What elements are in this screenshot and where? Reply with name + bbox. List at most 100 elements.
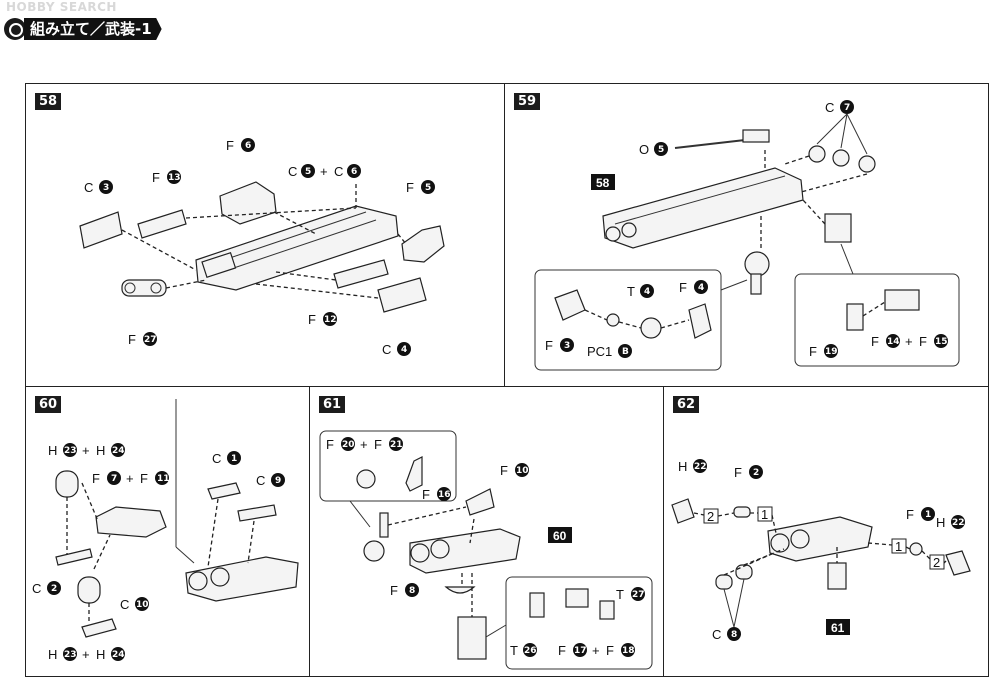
svg-text:T: T: [627, 284, 635, 299]
label-c1: C 1: [212, 451, 241, 466]
part-h23-h24-bottom: [77, 576, 101, 604]
label-f1: F 1: [906, 507, 935, 522]
svg-text:H: H: [48, 647, 57, 662]
svg-text:C: C: [120, 597, 129, 612]
svg-text:F: F: [606, 643, 614, 658]
label-f8: F 8: [390, 583, 419, 598]
part-f4: [688, 303, 712, 339]
label-f10: F 10: [500, 463, 529, 478]
svg-text:1: 1: [895, 539, 902, 554]
svg-text:+: +: [126, 471, 134, 486]
svg-text:2: 2: [707, 509, 714, 524]
svg-text:2: 2: [51, 584, 57, 594]
part-f12: [333, 259, 389, 289]
svg-text:C: C: [334, 164, 343, 179]
svg-text:61: 61: [831, 621, 845, 635]
svg-text:PC1: PC1: [587, 344, 612, 359]
label-ref-61: 61: [826, 619, 850, 635]
part-t27: [599, 600, 615, 620]
label-f6: F 6: [226, 138, 255, 153]
svg-text:+: +: [905, 334, 913, 349]
svg-text:14: 14: [887, 337, 900, 347]
svg-text:F: F: [422, 487, 430, 502]
label-c10: C 10: [120, 597, 149, 612]
part-h22-left: [671, 498, 695, 524]
step-number: 58: [35, 93, 62, 110]
svg-text:H: H: [96, 647, 105, 662]
svg-text:C: C: [825, 100, 834, 115]
section-header: 組み立て／武装-1: [4, 18, 162, 40]
svg-text:11: 11: [157, 474, 170, 484]
svg-text:F: F: [140, 471, 148, 486]
part-c3: [79, 211, 123, 249]
part-assembly-61: [409, 528, 521, 574]
label-ref-60: 60: [548, 527, 572, 543]
part-f10: [465, 488, 495, 516]
step-58-panel: 58 C 3 F 13 F 6 C 5: [25, 83, 506, 388]
svg-text:18: 18: [622, 646, 635, 656]
svg-text:7: 7: [111, 474, 117, 484]
svg-text:5: 5: [658, 145, 664, 155]
step-number: 61: [319, 396, 346, 413]
label-c9: C 9: [256, 473, 285, 488]
part-f13: [137, 209, 187, 239]
svg-text:+: +: [360, 437, 368, 452]
part-c9: [237, 504, 277, 522]
svg-text:O: O: [639, 142, 649, 157]
label-f13: F 13: [152, 170, 181, 185]
svg-text:F: F: [226, 138, 234, 153]
part-t26: [529, 592, 545, 618]
label-t4: T 4: [627, 284, 654, 299]
svg-text:2: 2: [933, 555, 940, 570]
part-f1: [909, 542, 923, 556]
label-f17-f18: F 17 + F 18: [558, 643, 635, 658]
label-f5: F 5: [406, 180, 435, 195]
label-f7-f11: F 7 + F 11: [92, 471, 170, 486]
label-f2: F 2: [734, 465, 763, 480]
step-60-diagram: H 23 + H 24 F 7 + F 11 C 2 C 10 H 23 + H…: [32, 399, 299, 662]
part-mount-ring: [744, 251, 770, 295]
label-f19: F 19: [809, 344, 838, 359]
label-ref-58: 58: [591, 174, 615, 190]
svg-text:F: F: [390, 583, 398, 598]
part-c10: [81, 618, 117, 638]
section-title: 組み立て／武装-1: [24, 18, 162, 40]
svg-text:10: 10: [136, 600, 149, 610]
svg-text:15: 15: [935, 337, 948, 347]
svg-text:C: C: [382, 342, 391, 357]
part-f17-f18: [565, 588, 589, 608]
svg-text:+: +: [320, 164, 328, 179]
part-f16: [405, 456, 423, 492]
step-62-panel: 62 2 1 1 2 H 22 F 2 F 1 H: [663, 386, 989, 677]
svg-text:1: 1: [761, 507, 768, 522]
label-c3: C 3: [84, 180, 113, 195]
part-c1: [207, 482, 241, 500]
label-o5: O 5: [639, 142, 668, 157]
part-f3: [554, 289, 586, 321]
callout-box-left: [534, 269, 722, 371]
svg-text:22: 22: [952, 518, 965, 528]
part-f14-f15-cluster: [824, 213, 852, 243]
svg-text:23: 23: [64, 446, 77, 456]
svg-text:8: 8: [409, 586, 415, 596]
svg-text:60: 60: [553, 529, 567, 543]
label-h22-left: H 22: [678, 459, 707, 474]
main-barrel-assembly: [602, 167, 804, 249]
step-58-diagram: C 3 F 13 F 6 C 5 + C 6 F 5 F 27 F 12 C 4: [79, 138, 445, 357]
label-c5-c6: C 5 + C 6: [288, 164, 361, 179]
svg-text:16: 16: [438, 490, 451, 500]
svg-text:H: H: [48, 443, 57, 458]
svg-text:5: 5: [305, 167, 311, 177]
svg-text:H: H: [678, 459, 687, 474]
svg-text:F: F: [128, 332, 136, 347]
svg-text:1: 1: [925, 510, 931, 520]
svg-text:F: F: [906, 507, 914, 522]
parts-c7: [808, 145, 876, 173]
part-c2: [55, 548, 93, 566]
svg-text:F: F: [679, 280, 687, 295]
wrench-icon: [4, 18, 26, 40]
svg-text:C: C: [84, 180, 93, 195]
svg-text:20: 20: [342, 440, 355, 450]
step-60-panel: 60 H 23 + H 24 F 7 + F 11 C 2 C 10: [25, 386, 311, 677]
callout-box-top: [319, 430, 457, 502]
